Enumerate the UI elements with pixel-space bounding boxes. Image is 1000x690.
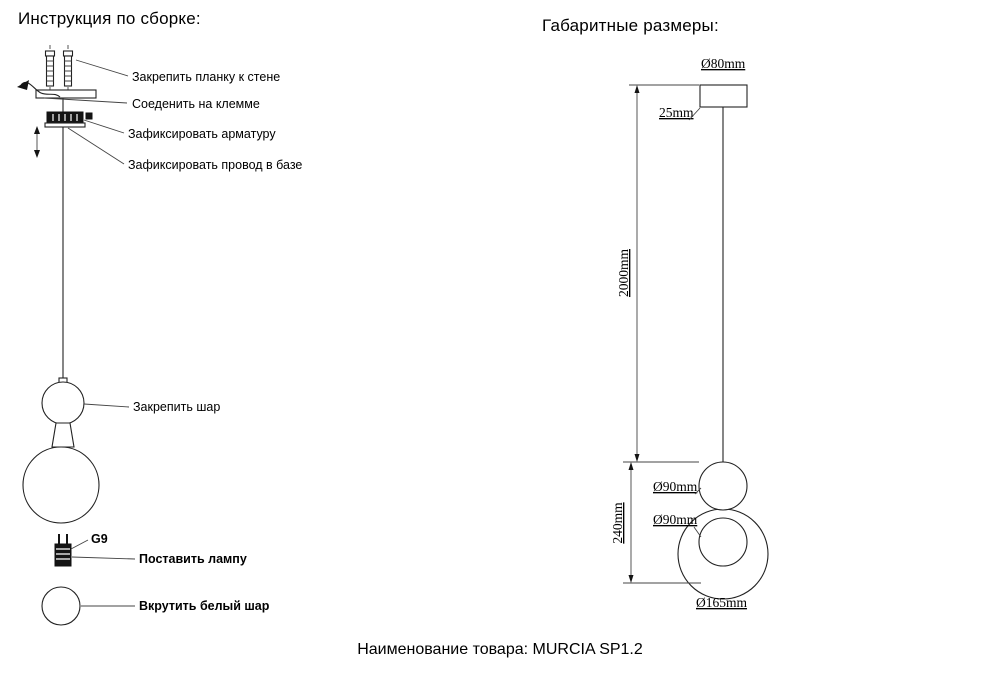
assembly-title: Инструкция по сборке:	[18, 9, 201, 28]
inner-ball-diameter-label: Ø90mm	[653, 512, 698, 527]
callout-lamp-type: G9	[91, 532, 108, 546]
body-height-label: 240mm	[610, 502, 625, 544]
glass-sphere-drawing	[22, 446, 100, 524]
adjust-arrow-icon	[34, 126, 40, 158]
white-ball-drawing	[41, 586, 81, 626]
dimension-drawing: 2000mm 240mm Ø80mm 25mm Ø90mm Ø90mm	[610, 56, 769, 610]
upper-ball-dim: Ø90mm	[653, 479, 702, 495]
callout-fitting: Зафиксировать арматуру	[128, 127, 276, 141]
sphere-neck-drawing	[51, 422, 75, 448]
callout-white-ball: Вкрутить белый шар	[139, 599, 270, 613]
mounting-screws-drawing	[44, 45, 74, 90]
callout-wire-base: Зафиксировать провод в базе	[128, 158, 302, 172]
wall-plate-drawing	[35, 89, 97, 99]
upper-ball-outline-drawing	[698, 461, 748, 511]
callout-terminal: Соеденить на клемме	[132, 97, 260, 111]
upper-ball-diameter-label: Ø90mm	[653, 479, 698, 494]
cord-length-label: 2000mm	[616, 249, 631, 298]
g9-lamp-drawing	[54, 534, 72, 567]
dimensions-title: Габаритные размеры:	[542, 16, 719, 35]
upper-ball-drawing	[41, 381, 85, 425]
canopy-height-label: 25mm	[659, 105, 694, 120]
canopy-drawing	[699, 84, 748, 108]
assembly-drawing: Закрепить планку к стене Соеденить на кл…	[17, 45, 302, 626]
inner-ball-dim: Ø90mm	[653, 512, 702, 538]
callout-leader-lines	[43, 59, 136, 607]
extension-lines	[623, 84, 701, 584]
dimension-cord-length: 2000mm	[616, 85, 640, 462]
dimension-body-height: 240mm	[610, 462, 634, 583]
canopy-diameter-label: Ø80mm	[701, 56, 746, 71]
canopy-height-dim: 25mm	[659, 105, 701, 121]
callout-bracket: Закрепить планку к стене	[132, 70, 280, 84]
callout-ball: Закрепить шар	[133, 400, 220, 414]
inner-ball-outline-drawing	[698, 517, 748, 567]
supply-wire-drawing	[17, 80, 61, 98]
sphere-diameter-label: Ø165mm	[696, 595, 748, 610]
product-name: Наименование товара: MURCIA SP1.2	[357, 641, 643, 658]
terminal-block-drawing	[44, 98, 93, 128]
callout-lamp: Поставить лампу	[139, 552, 247, 566]
